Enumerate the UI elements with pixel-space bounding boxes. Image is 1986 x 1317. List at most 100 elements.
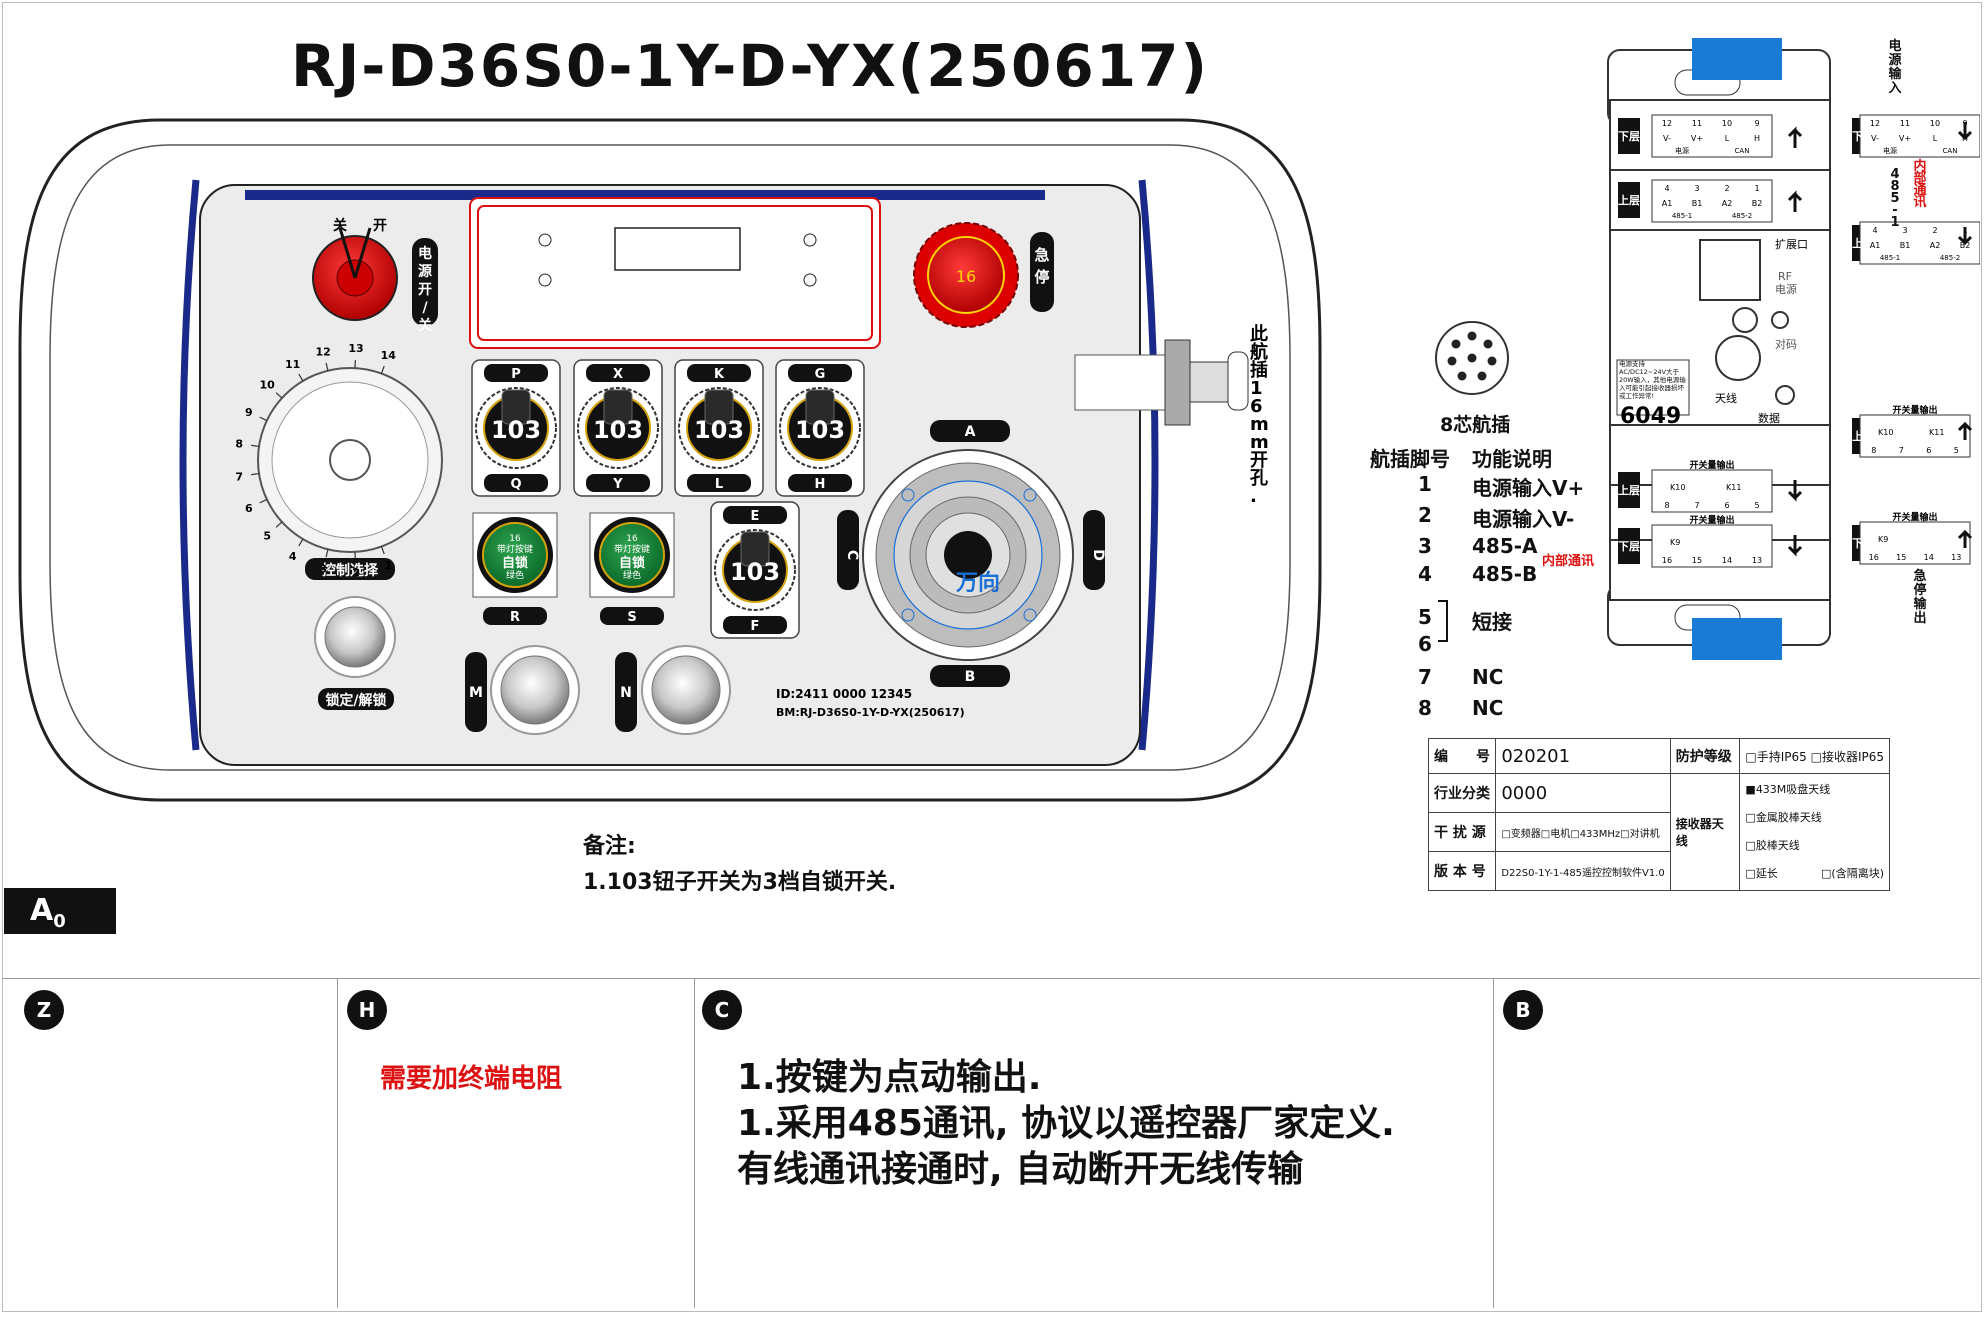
section-h-text: 需要加终端电阻	[380, 1064, 563, 1094]
antenna-opt3: 胶棒天线	[1755, 839, 1800, 852]
toggle-top-label: K	[714, 367, 725, 382]
receiver-spec-text: 电源支持AC/DC12~24V大于20W输入，其他电源输入可能引起接收器损坏或工…	[1619, 360, 1686, 400]
antenna-opt2: 金属胶棒天线	[1755, 811, 1822, 824]
relay-terminal: 14	[1722, 556, 1732, 565]
terminal-signal: A1	[1662, 199, 1673, 208]
side-lower-1: 下层	[1852, 130, 1874, 143]
lit-button[interactable]	[482, 522, 548, 588]
terminal-number: 12	[1662, 119, 1672, 128]
terminal-signal: V+	[1899, 134, 1911, 143]
connector-header-func: 功能说明	[1472, 447, 1552, 471]
notes-heading: 备注:	[583, 834, 636, 859]
toggle-value: 103	[795, 416, 845, 444]
pin-function: 485-B	[1472, 562, 1538, 586]
control-select-label: 控制选择	[322, 562, 379, 579]
terminal-signal: B2	[1960, 241, 1971, 250]
terminal-number: 9	[1754, 119, 1759, 128]
page-title: RJ-D36S0-1Y-D-YX(250617)	[291, 32, 1209, 100]
terminal-group-label: CAN	[1735, 147, 1750, 155]
dial-number: 7	[235, 470, 243, 483]
lit-button-line1: 带灯按键	[497, 543, 533, 555]
a0-label: A0	[4, 888, 116, 934]
spec-number: 020201	[1495, 738, 1671, 774]
terminal-number: 11	[1692, 119, 1702, 128]
relay-terminal: 8	[1664, 501, 1669, 510]
side-lower-2: 下层	[1852, 537, 1874, 550]
antenna-opt4: 延长	[1755, 867, 1778, 880]
pin-function: 电源输入V-	[1472, 507, 1575, 531]
spec-protection-opt2: 接收器IP65	[1821, 749, 1884, 764]
side-upper-1: 上层	[1852, 236, 1874, 250]
antenna-opt1: 433M吸盘天线	[1755, 783, 1831, 796]
lit-button[interactable]	[599, 522, 665, 588]
power-switch-label: 电源开/关	[418, 245, 432, 334]
connector-header-pin: 航插脚号	[1370, 447, 1450, 471]
relay-k-label: K10	[1670, 483, 1685, 492]
pair-label: 对码	[1775, 337, 1797, 351]
toggle-bottom-label: L	[715, 477, 723, 492]
terminal-number: 3	[1902, 226, 1907, 235]
lit-button-line3: 绿色	[623, 569, 641, 581]
toggle-top-label: G	[815, 367, 826, 382]
receiver-model: 6049	[1620, 404, 1681, 429]
terminal-group-label: 电源	[1883, 146, 1897, 155]
relay-terminal: 15	[1692, 556, 1702, 565]
spec-protection-opt1: 手持IP65	[1756, 749, 1807, 764]
pin-number: 1	[1418, 472, 1432, 496]
lit-button-line1: 带灯按键	[614, 543, 650, 555]
dial-number: 11	[285, 358, 300, 371]
pin-number: 3	[1418, 534, 1432, 558]
data-label: 数据	[1758, 411, 1780, 425]
spec-version: D22S0-1Y-1-485遥控控制软件V1.0	[1495, 851, 1671, 891]
terminal-signal: B1	[1900, 241, 1911, 250]
toggle-value: 103	[694, 416, 744, 444]
dial-number: 12	[316, 345, 331, 358]
terminal-signal: A2	[1722, 199, 1733, 208]
relay-title-1: 开关量输出	[1689, 459, 1734, 471]
section-badge-c: C	[702, 990, 742, 1030]
lit-button-line3: 绿色	[506, 569, 524, 581]
relay-terminal: 6	[1724, 501, 1729, 510]
button-m-label: M	[469, 685, 483, 701]
terminal-signal: A1	[1870, 241, 1881, 250]
terminal-number: 3	[1694, 184, 1699, 193]
pin-number: 5	[1418, 605, 1432, 629]
relay-k-label: K9	[1878, 535, 1888, 544]
lit-button-num: 16	[626, 534, 638, 544]
antenna-opt5: (含隔离块)	[1831, 867, 1884, 880]
relay-title-4: 开关量输出	[1892, 511, 1937, 523]
terminal-signal: A2	[1930, 241, 1941, 250]
section-c-line2: 1.采用485通讯, 协议以遥控器厂家定义.	[737, 1103, 1395, 1144]
relay-terminal: 7	[1899, 446, 1904, 455]
id-line: ID:2411 0000 12345	[776, 687, 912, 701]
dial-number: 5	[263, 529, 271, 542]
receiver-upper-1: 上层	[1618, 193, 1640, 207]
relay-terminal: 8	[1871, 446, 1876, 455]
dial-number: 13	[348, 342, 363, 355]
pin-number: 4	[1418, 562, 1432, 586]
relay-terminal: 13	[1752, 556, 1762, 565]
side-upper-2: 上层	[1852, 429, 1874, 443]
relay-k-label: K10	[1878, 428, 1893, 437]
dial-number: 4	[289, 550, 297, 563]
dial-number: 9	[245, 406, 253, 419]
dial-number: 1	[384, 559, 392, 572]
joystick-c-label: C	[844, 550, 860, 560]
toggle-bottom-label: Y	[612, 477, 623, 492]
pin-number: 8	[1418, 696, 1432, 720]
spec-interference-label: 干 扰 源	[1427, 812, 1497, 852]
internal-comm-label: 内部通讯	[1542, 554, 1595, 569]
relay-terminal: 5	[1754, 501, 1759, 510]
terminal-number: 2	[1724, 184, 1729, 193]
connector-icon	[1435, 321, 1509, 395]
power-led-label: 电源	[1775, 282, 1797, 296]
receiver-lower-1: 下层	[1618, 130, 1640, 143]
relay-terminal: 16	[1869, 553, 1879, 562]
relay-terminal: 6	[1926, 446, 1931, 455]
toggle-top-label: P	[511, 367, 521, 382]
power-off-label: 关	[333, 217, 347, 234]
receiver-diagram: 6049 下层 上层 上层 下层 下层 上层 上层 下层 扩展口 RF 电源 对…	[1607, 38, 1980, 660]
toggle-top-label: X	[613, 367, 623, 382]
joystick-d-label: D	[1090, 549, 1106, 561]
